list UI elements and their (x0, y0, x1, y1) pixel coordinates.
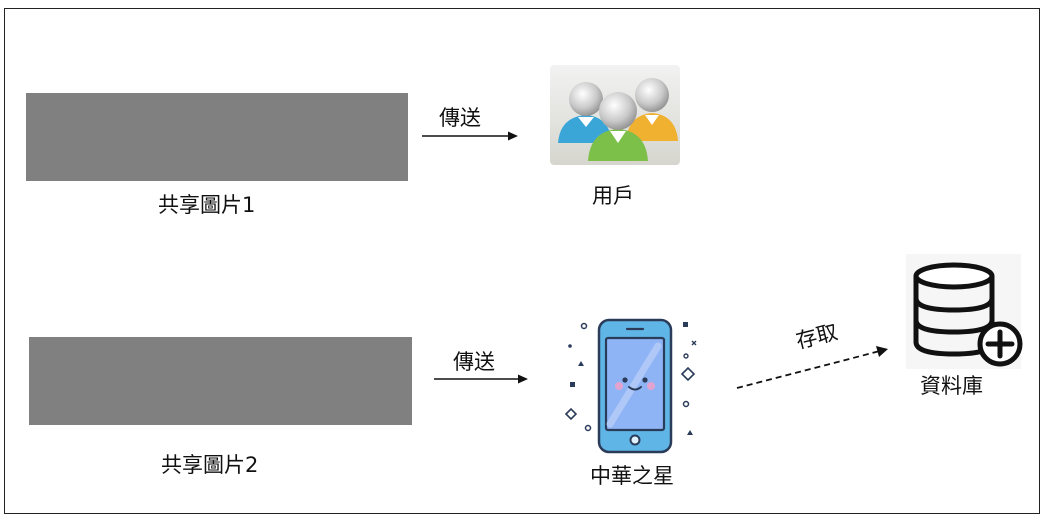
shared-image-1-label: 共享圖片1 (158, 193, 256, 217)
access-arrow (736, 346, 888, 389)
send-arrow-2-label: 傳送 (453, 350, 495, 374)
database-label: 資料庫 (920, 374, 983, 398)
smartphone-face-icon (564, 318, 697, 454)
shared-image-2-label: 共享圖片2 (161, 453, 259, 477)
shared-image-1-placeholder (26, 93, 408, 181)
diagram-frame (4, 8, 1040, 514)
shared-image-2-placeholder (29, 337, 412, 425)
user-label: 用戶 (592, 184, 634, 208)
users-group-icon (550, 65, 680, 165)
send-arrow-1 (422, 131, 518, 141)
database-add-icon (906, 254, 1023, 369)
send-arrow-1-label: 傳送 (439, 106, 481, 130)
phone-label: 中華之星 (590, 464, 674, 488)
send-arrow-2 (434, 374, 528, 384)
